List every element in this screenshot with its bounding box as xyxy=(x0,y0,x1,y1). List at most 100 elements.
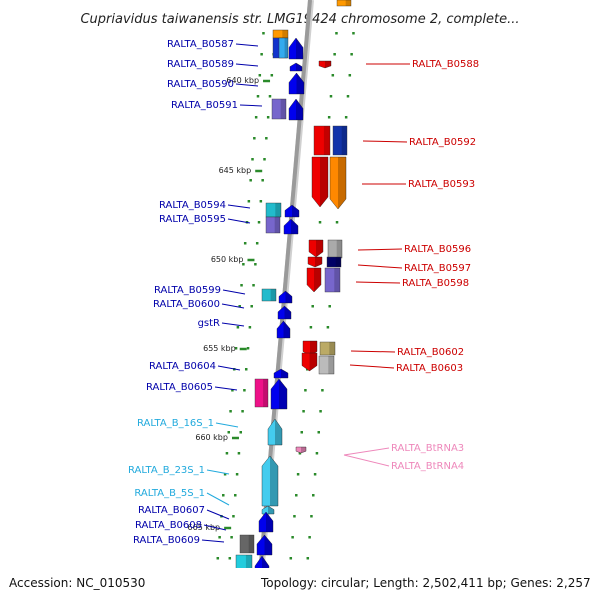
scale-dot xyxy=(265,137,268,140)
gene-arrow-b0589 xyxy=(289,62,303,72)
scale-dot xyxy=(250,305,253,308)
scale-dot xyxy=(335,32,338,35)
scale-dot xyxy=(326,326,330,329)
gene-block-b0605-shade xyxy=(263,379,268,407)
scale-dot xyxy=(321,389,324,392)
scale-dot xyxy=(254,116,258,119)
gene-arrow-b0589-shade xyxy=(296,63,302,71)
scale-dots xyxy=(216,32,355,560)
scale-dot xyxy=(223,473,227,476)
gene-arrow-b0594-shade xyxy=(292,205,299,217)
scale-tick-label: 645 kbp xyxy=(219,166,252,175)
gene-label-right: RALTA_B0596 xyxy=(404,244,471,255)
gene-block-b0595 xyxy=(265,216,281,234)
gene-block-b0592b-shade xyxy=(341,126,347,155)
leader-line xyxy=(362,140,408,143)
gene-block-b0597b-shade xyxy=(335,257,341,267)
scale-dot xyxy=(238,305,241,308)
gene-label-right: RALTA_BtRNA3 xyxy=(391,443,464,454)
scale-dot xyxy=(244,368,248,371)
gene-arrow-b0598-shade xyxy=(314,268,321,292)
gene-arrow-b0595-shade xyxy=(291,219,298,234)
leader-line xyxy=(206,509,230,520)
gene-arrow-b0596 xyxy=(308,239,324,258)
gene-arrow-b0587 xyxy=(288,37,304,60)
map-title: Cupriavidus taiwanensis str. LMG19424 ch… xyxy=(80,12,519,27)
scale-dot xyxy=(234,494,237,497)
scale-tick-label: 655 kbp xyxy=(203,344,236,353)
gene-arrow-b0607 xyxy=(258,511,274,533)
gene-label-left: RALTA_B0608 xyxy=(135,520,202,531)
scale-dot xyxy=(327,116,331,119)
gene-block-b0592 xyxy=(313,125,331,156)
gene-block-b0609-shade xyxy=(248,535,254,553)
gene-label-right: RALTA_B0588 xyxy=(412,59,479,70)
scale-tick-label: 660 kbp xyxy=(195,433,228,442)
gene-arrow-trna xyxy=(295,446,307,454)
gene-label-left: RALTA_B_23S_1 xyxy=(128,465,205,476)
gene-label-right: RALTA_BtRNA4 xyxy=(391,461,464,472)
gene-arrow-b0591 xyxy=(288,98,304,121)
scale-dot xyxy=(259,200,263,203)
gene-label-left: RALTA_B0599 xyxy=(154,285,221,296)
scale-dot xyxy=(260,53,263,56)
gene-arrow-b0588 xyxy=(318,60,332,69)
leader-line xyxy=(222,289,246,295)
leader-line xyxy=(235,63,259,67)
scale-dot xyxy=(236,326,240,329)
scale-dot xyxy=(235,473,239,476)
leader-line xyxy=(221,322,245,327)
leader-line xyxy=(206,469,230,475)
gene-arrow-b0593 xyxy=(311,156,329,208)
gene-arrow-b0605-shade xyxy=(279,379,287,409)
scale-dot xyxy=(333,53,336,56)
gene-label-right: RALTA_B0603 xyxy=(396,363,463,374)
scale-dot xyxy=(241,410,244,413)
gene-arrow-b0595 xyxy=(283,218,299,235)
scale-dot xyxy=(218,536,221,539)
scale-dot xyxy=(344,116,348,119)
scale-dot xyxy=(228,557,232,560)
gene-arrow-gstR-shade xyxy=(283,321,290,338)
leader-line xyxy=(357,248,403,251)
scale-dot xyxy=(311,305,314,308)
gene-block-b0609 xyxy=(239,534,255,554)
scale-dot xyxy=(262,32,265,35)
gene-arrow-b0604-shade xyxy=(281,369,288,378)
gene-labels: RALTA_B0587RALTA_B0589RALTA_B0590RALTA_B… xyxy=(128,39,479,546)
gene-arrow-23S xyxy=(261,455,279,507)
leader-line xyxy=(349,364,395,369)
scale-dot xyxy=(296,473,300,476)
scale-dot xyxy=(231,389,234,392)
gene-arrow-5S-shade xyxy=(268,506,274,514)
scale-dot xyxy=(312,494,315,497)
scale-dot xyxy=(255,242,259,245)
gene-block-b0591 xyxy=(271,98,287,120)
leader-line xyxy=(350,350,396,353)
gene-label-left: RALTA_B0595 xyxy=(159,214,226,225)
gene-arrow-b0593-shade xyxy=(320,157,328,207)
gene-block-b0599-shade xyxy=(270,289,276,301)
gene-label-left: RALTA_B0605 xyxy=(146,382,213,393)
scale-dot xyxy=(254,263,257,266)
scale-dot xyxy=(331,74,335,77)
scale-dot xyxy=(335,221,339,224)
gene-label-left: RALTA_B0594 xyxy=(159,200,226,211)
scale-dot xyxy=(319,410,322,413)
scale-dot xyxy=(289,557,293,560)
scale-dot xyxy=(352,32,355,35)
gene-block-b0595-shade xyxy=(274,217,280,233)
gene-arrow-b0596-shade xyxy=(316,240,323,257)
gene-arrow-16S xyxy=(267,418,283,446)
gene-arrow-b0607-shade xyxy=(266,512,273,532)
gene-block-b0598b xyxy=(324,267,341,293)
scale-dot xyxy=(261,179,264,182)
leader-line xyxy=(235,43,259,47)
gene-block-b0605 xyxy=(254,378,269,408)
scale-dot xyxy=(310,515,313,518)
leader-line xyxy=(203,524,227,531)
scale-dot xyxy=(268,95,272,98)
gene-block-b0599 xyxy=(261,288,277,302)
scale-dot xyxy=(263,158,266,161)
